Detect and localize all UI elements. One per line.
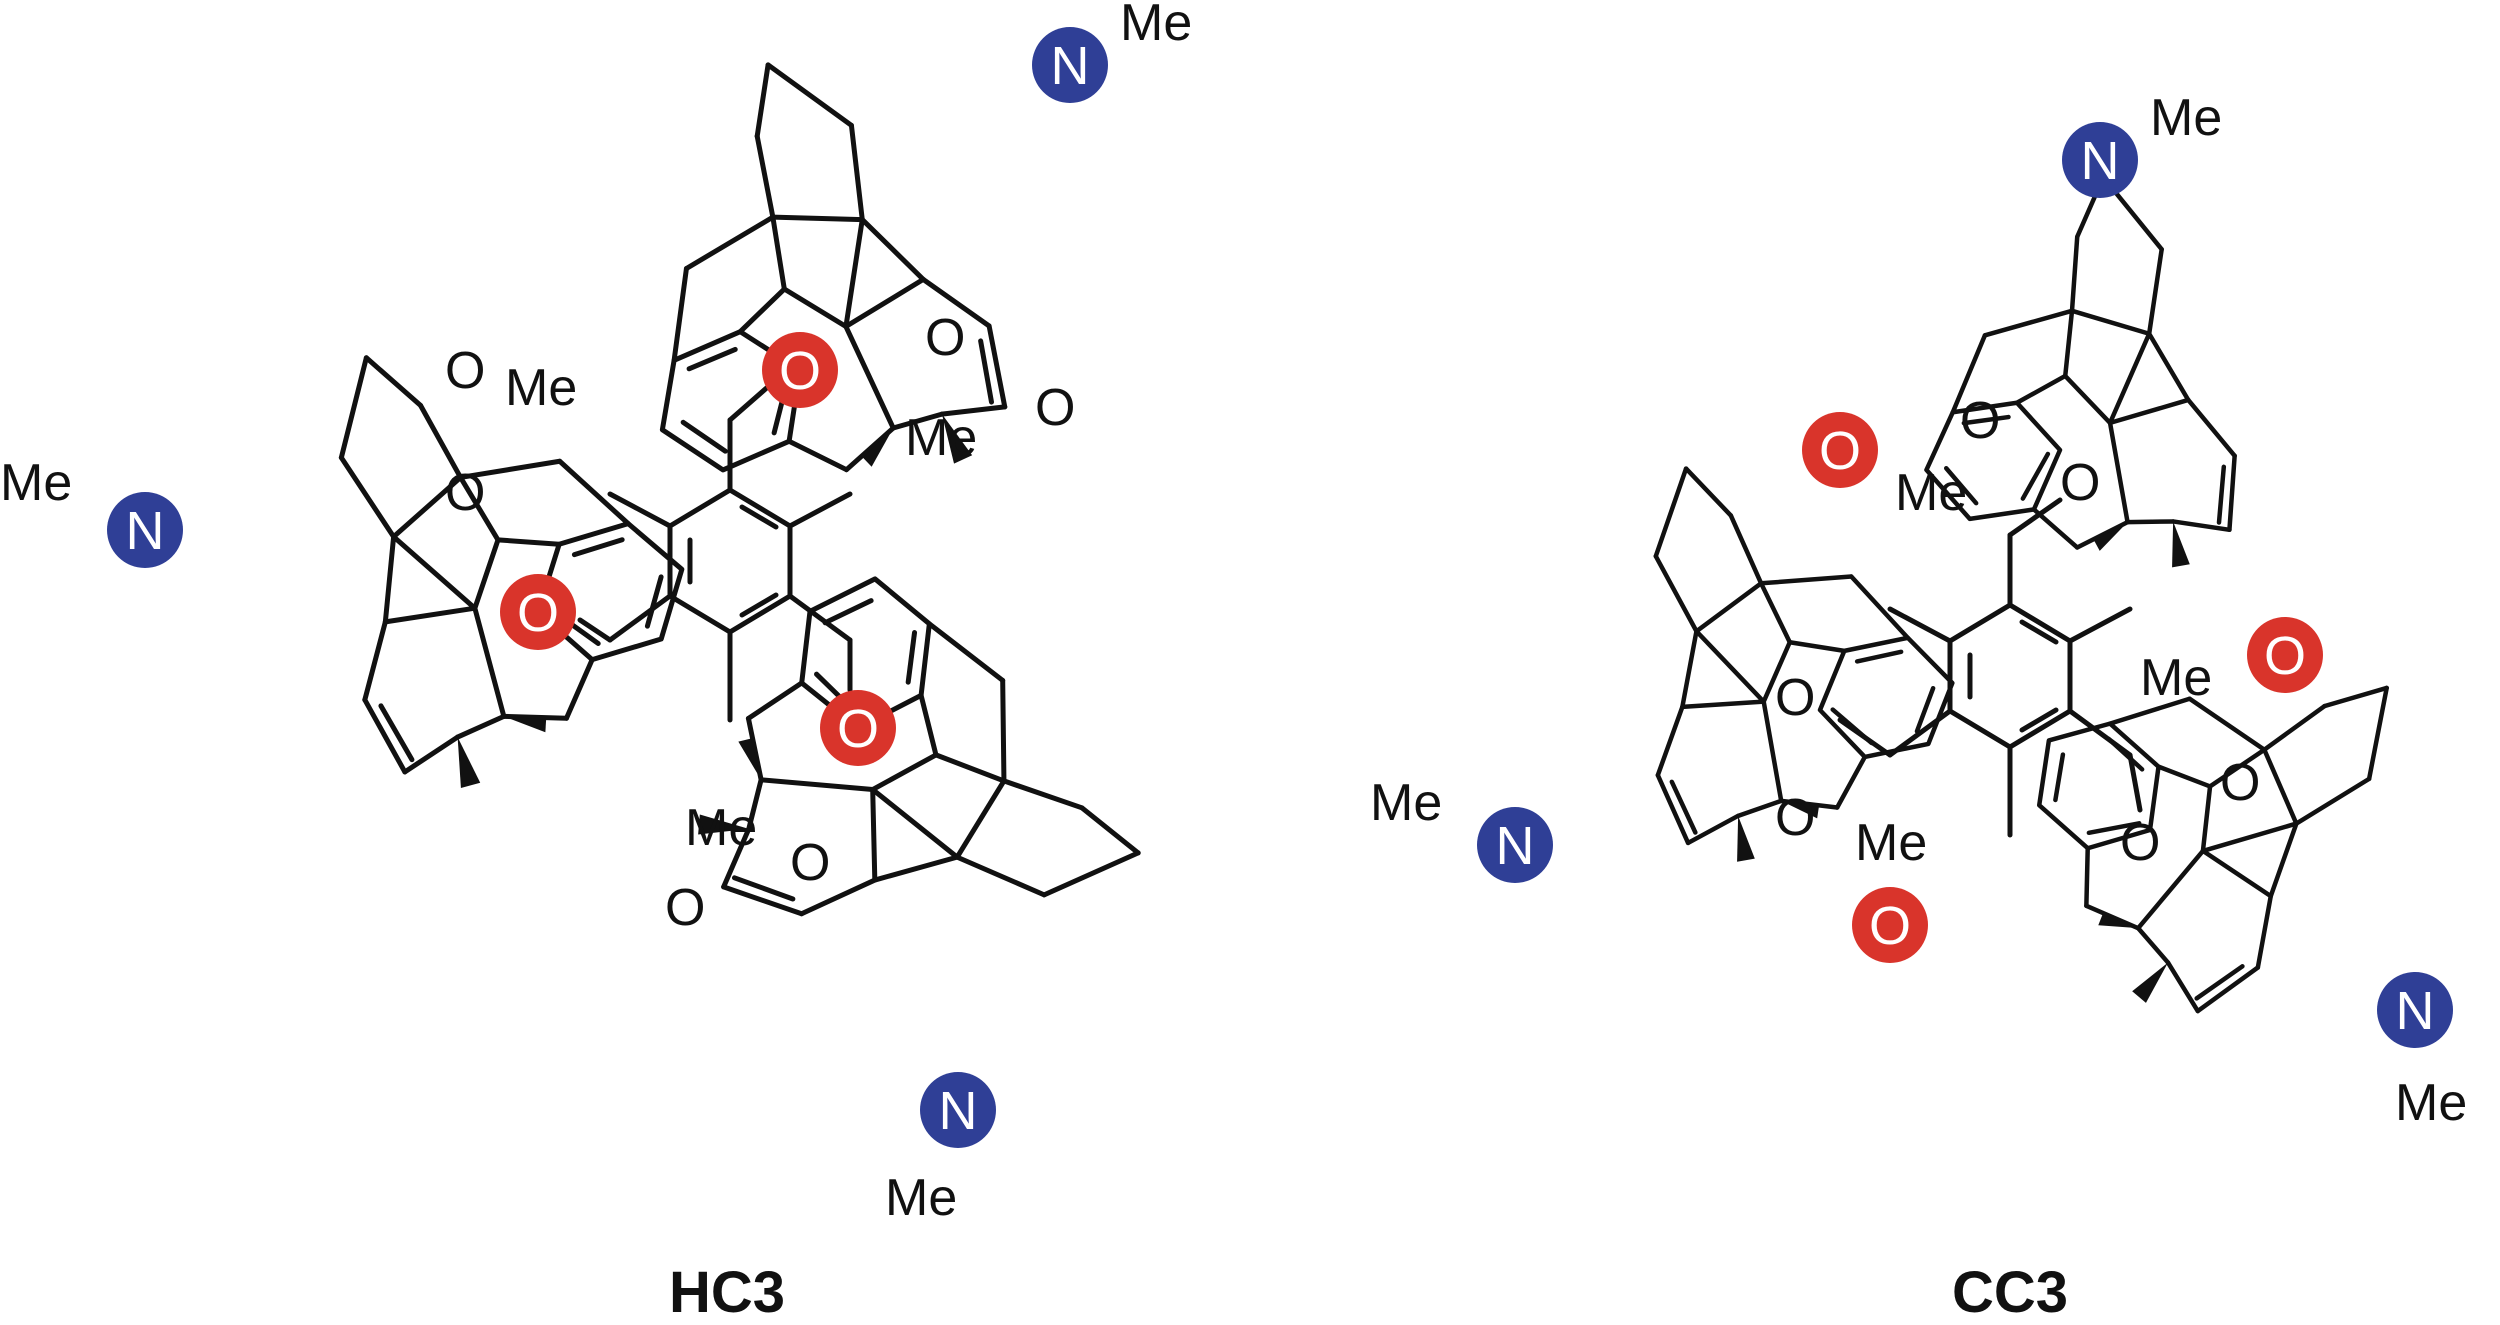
cc3-o-furan-3: O bbox=[2220, 754, 2260, 812]
cc3-oxygen-1-label: O bbox=[1819, 421, 1861, 481]
cc3-nitrogen-2-label: N bbox=[1496, 816, 1535, 876]
cc3-nitrogen-1-label: N bbox=[2081, 131, 2120, 191]
cc3-me-n2: Me bbox=[1370, 774, 1442, 832]
hc3-o-ome-2: O bbox=[1035, 379, 1075, 437]
hc3-nitrogen-2 bbox=[107, 492, 183, 568]
hc3-structure: O O O N N N Me Me Me O Me O Me O Me O O … bbox=[0, 0, 1192, 1325]
cc3-oxygen-3-label: O bbox=[2264, 626, 2306, 686]
cc3-structure: O O O N N N Me Me Me Me Me Me O O O O O … bbox=[1370, 89, 2467, 1325]
cc3-oxygen-1 bbox=[1802, 412, 1878, 488]
cc3-nitrogen-3 bbox=[2377, 972, 2453, 1048]
hc3-nitrogen-1-label: N bbox=[1051, 36, 1090, 96]
hc3-me-n3: Me bbox=[885, 1169, 957, 1227]
hc3-me-n2: Me bbox=[0, 454, 72, 512]
cc3-me-ome-3: Me bbox=[2140, 649, 2212, 707]
hc3-me-n1: Me bbox=[1120, 0, 1192, 52]
hc3-oxygen-1 bbox=[762, 332, 838, 408]
cc3-o-linker-1: O bbox=[2060, 454, 2100, 512]
hc3-oxygen-2-label: O bbox=[517, 583, 559, 643]
cc3-nitrogen-2 bbox=[1477, 807, 1553, 883]
cc3-oxygen-2-label: O bbox=[1869, 896, 1911, 956]
cc3-o-furan-1: O bbox=[1960, 392, 2000, 450]
hc3-o-ome-1: O bbox=[445, 342, 485, 400]
cc3-me-n1: Me bbox=[2150, 89, 2222, 147]
cc3-oxygen-2 bbox=[1852, 887, 1928, 963]
hc3-caption: HC3 bbox=[669, 1260, 785, 1320]
hc3-o-furan-2: O bbox=[445, 464, 485, 522]
cc3-caption: CC3 bbox=[1952, 1260, 2068, 1320]
hc3-nitrogen-1 bbox=[1032, 27, 1108, 103]
cc3-me-ome-1: Me bbox=[1895, 464, 1967, 522]
hc3-oxygen-3-label: O bbox=[837, 699, 879, 759]
cc3-o-furan-2: O bbox=[1775, 789, 1815, 847]
hc3-oxygen-1-label: O bbox=[779, 341, 821, 401]
cc3-me-n3: Me bbox=[2395, 1074, 2467, 1132]
hc3-nitrogen-2-label: N bbox=[126, 501, 165, 561]
cc3-o-linker-3: O bbox=[2120, 814, 2160, 872]
hc3-nitrogen-3 bbox=[920, 1072, 996, 1148]
hc3-oxygen-2 bbox=[500, 574, 576, 650]
cc3-nitrogen-1 bbox=[2062, 122, 2138, 198]
cc3-me-ome-2: Me bbox=[1855, 814, 1927, 872]
hc3-me-ome-3: Me bbox=[685, 799, 757, 857]
cc3-o-linker-2: O bbox=[1775, 669, 1815, 727]
hc3-me-ome-2: Me bbox=[905, 409, 977, 467]
hc3-o-furan-1: O bbox=[925, 309, 965, 367]
hc3-me-ome-1: Me bbox=[505, 359, 577, 417]
hc3-oxygen-3 bbox=[820, 690, 896, 766]
hc3-o-furan-3: O bbox=[790, 834, 830, 892]
hc3-nitrogen-3-label: N bbox=[939, 1081, 978, 1141]
cc3-nitrogen-3-label: N bbox=[2396, 981, 2435, 1041]
cc3-oxygen-3 bbox=[2247, 617, 2323, 693]
hc3-o-ome-3: O bbox=[665, 879, 705, 937]
